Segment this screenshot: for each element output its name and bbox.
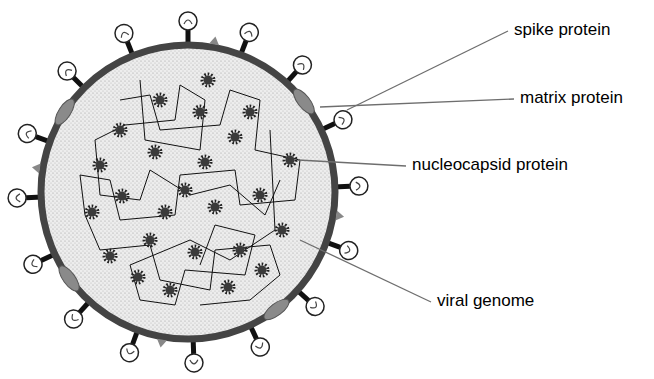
nucleocapsid-protein bbox=[254, 189, 266, 201]
nucleocapsid-protein bbox=[159, 206, 171, 218]
spike-layer bbox=[8, 12, 368, 372]
membrane-triangle bbox=[209, 36, 220, 46]
nucleocapsid-protein bbox=[144, 234, 156, 246]
part-label-box: nucleocapsid protein bbox=[412, 155, 568, 175]
spike-protein bbox=[334, 177, 369, 196]
membrane-triangle bbox=[31, 162, 40, 173]
membrane-triangle bbox=[335, 211, 344, 222]
nucleocapsid-protein bbox=[199, 156, 211, 168]
nucleocapsid-protein bbox=[164, 284, 176, 296]
viral-envelope bbox=[41, 45, 335, 339]
part-label: nucleocapsid protein bbox=[412, 155, 568, 174]
matrix-protein bbox=[261, 296, 292, 324]
matrix-protein bbox=[52, 96, 78, 128]
part-label-box: matrix protein bbox=[520, 88, 623, 108]
leader-line bbox=[298, 160, 406, 166]
genome-strand bbox=[95, 80, 280, 215]
genome-strand bbox=[80, 90, 300, 305]
nucleocapsid-protein bbox=[114, 124, 126, 136]
leader-line bbox=[300, 240, 431, 302]
nucleocapsid-protein bbox=[94, 159, 106, 171]
part-label: spike protein bbox=[514, 20, 610, 39]
nucleocapsid-protein bbox=[202, 74, 214, 86]
part-label: viral genome bbox=[437, 291, 534, 310]
leader-line bbox=[320, 99, 514, 107]
spike-protein bbox=[8, 188, 43, 207]
nucleocapsid-protein bbox=[222, 281, 234, 293]
nucleocapsid-protein bbox=[86, 206, 98, 218]
nucleocapsid-protein bbox=[132, 271, 144, 283]
membrane-proteins bbox=[31, 36, 345, 349]
part-label: matrix protein bbox=[520, 88, 623, 107]
viral-genome bbox=[80, 80, 300, 305]
spike-protein bbox=[179, 12, 197, 46]
matrix-protein bbox=[55, 263, 82, 294]
nucleocapsid-protein bbox=[179, 184, 191, 196]
nucleocapsid-protein bbox=[284, 154, 296, 166]
nucleocapsid-protein bbox=[116, 190, 128, 202]
genome-strand bbox=[130, 130, 275, 305]
membrane-triangle bbox=[156, 339, 167, 349]
nucleocapsid-protein bbox=[276, 224, 288, 236]
nucleocapsid-protein bbox=[256, 264, 268, 276]
nucleocapsid-protein bbox=[154, 94, 166, 106]
nucleocapsid-protein bbox=[209, 201, 221, 213]
part-label-box: spike protein bbox=[514, 20, 610, 40]
nucleocapsid-layer bbox=[86, 74, 296, 296]
nucleocapsid-protein bbox=[189, 246, 201, 258]
nucleocapsid-protein bbox=[229, 131, 241, 143]
part-label-box: viral genome bbox=[437, 291, 534, 311]
nucleocapsid-protein bbox=[149, 146, 161, 158]
nucleocapsid-protein bbox=[244, 106, 256, 118]
spike-protein bbox=[184, 338, 203, 373]
nucleocapsid-protein bbox=[104, 250, 116, 262]
matrix-protein bbox=[290, 86, 318, 117]
leader-line bbox=[347, 31, 508, 110]
nucleocapsid-protein bbox=[234, 244, 246, 256]
nucleocapsid-protein bbox=[194, 106, 206, 118]
